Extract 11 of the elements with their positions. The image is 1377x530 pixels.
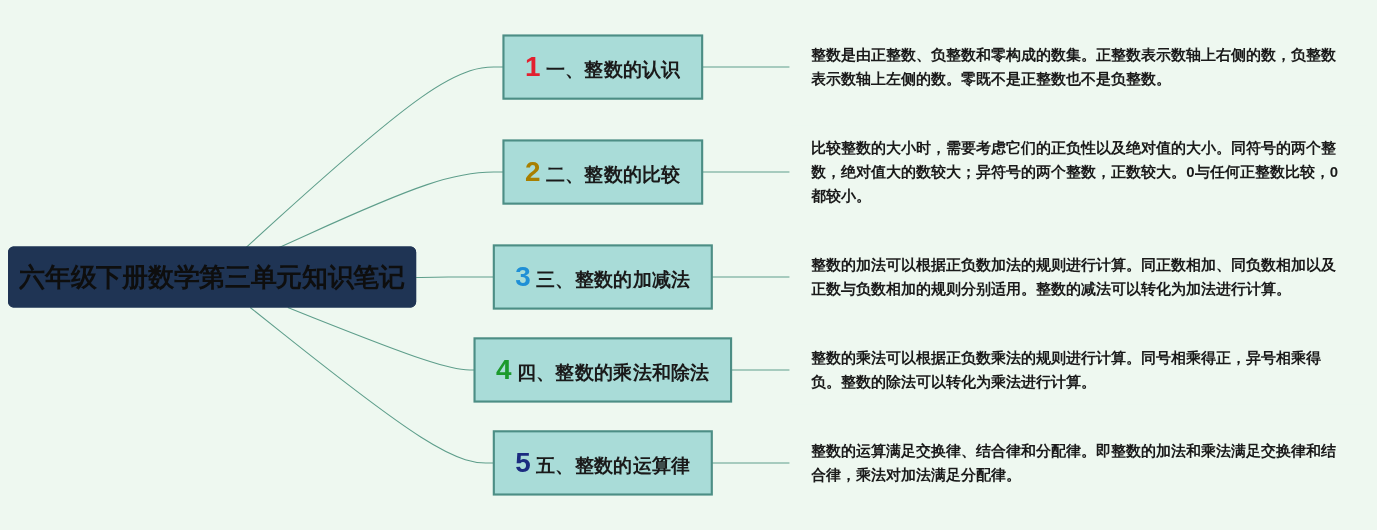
connector: [245, 66, 504, 249]
node-text: 整数的乘法可以根据正负数乘法的规则进行计算。同号相乘得正，异号相乘得负。整数的除法可以转化为乘法进行计算。: [811, 349, 1322, 391]
node-box: 1 一、整数的认识: [502, 34, 704, 100]
node-text: 整数的运算满足交换律、结合律和分配律。即整数的加法和乘法满足交换律和结合律，乘法对加法满足分配律。: [811, 442, 1337, 484]
node-box: 2 二、整数的比较: [502, 139, 704, 205]
node-box: 3 三、整数的加减法: [492, 244, 713, 310]
node-text: 整数是由正整数、负整数和零构成的数集。正整数表示数轴上右侧的数，负整数表示数轴上左侧的数。零既不是正整数也不是负整数。: [811, 46, 1337, 88]
node-box: 5 五、整数的运算律: [492, 430, 713, 496]
node-box: 4 四、整数的乘法和除法: [473, 337, 733, 403]
node-text: 比较整数的大小时，需要考虑它们的正负性以及绝对值的大小。同符号的两个整数，绝对值大的数较大；异符号的两个整数，正数较大。0与任何正整数比较，0都较小。: [811, 139, 1338, 205]
node-text: 整数的加法可以根据正负数加法的规则进行计算。同正数相加、同负数相加以及正数与负数相加的规则分别适用。整数的减法可以转化为加法进行计算。: [811, 256, 1337, 298]
